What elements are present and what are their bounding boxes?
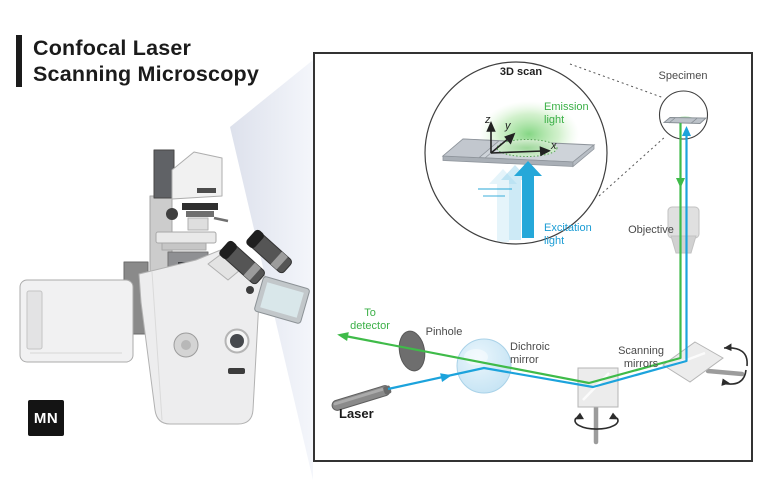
inset-title: 3D scan (499, 66, 543, 78)
title-line-2: Scanning Microscopy (33, 62, 260, 86)
mirror-tilted (662, 341, 724, 383)
dichroic-mirror-label: Dichroic mirror (510, 341, 550, 366)
callout-dashed-lines (569, 63, 667, 197)
scanning-mirrors-label: Scanning mirrors (618, 345, 664, 370)
title-line-1: Confocal Laser (33, 36, 192, 60)
inverted-confocal-microscope (19, 149, 310, 425)
laser-unit-box (19, 279, 134, 363)
inset-3d-scan (441, 101, 596, 242)
dichroic-mirror (456, 338, 512, 394)
rotation-arrow-vertical-axis (574, 417, 619, 430)
rotation-arrows-horizontal-axis (721, 347, 748, 385)
emission-light-label: Emission light (544, 101, 589, 126)
magnification-wedge (230, 60, 313, 480)
axis-z-label: z (485, 114, 491, 126)
pinhole-disk (398, 330, 426, 372)
axis-x-label: x (551, 140, 557, 152)
brand-logo: MN (28, 400, 64, 436)
touchscreen (254, 276, 310, 324)
laser-label: Laser (339, 406, 374, 421)
inset-specimen-spot (496, 139, 558, 157)
binocular-eyepieces (219, 229, 292, 285)
beam-arrowheads (337, 126, 691, 383)
axis-y-label: y (505, 120, 511, 132)
page-title: Confocal Laser Scanning Microscopy (16, 35, 259, 87)
title-accent-bar (16, 35, 22, 87)
ghost-excitation-arrows (489, 165, 529, 242)
specimen-circle (658, 90, 709, 140)
light-path-diagram (331, 61, 748, 445)
pinhole-label: Pinhole (425, 326, 463, 338)
microscope-body (138, 246, 267, 425)
scanning-mirrors (574, 341, 748, 445)
objective-lens (667, 206, 700, 254)
excitation-arrow (514, 161, 542, 238)
excitation-beam (387, 129, 688, 391)
xyz-axes (486, 121, 551, 157)
mirror-square (577, 367, 619, 408)
excitation-light-label: Excitation light (544, 222, 592, 247)
specimen-label: Specimen (658, 70, 708, 82)
lamp-housing (171, 151, 223, 200)
specimen-slide (662, 116, 708, 124)
to-detector-label: To detector (350, 307, 390, 332)
diagram-panel: 3D scan Specimen Emission light Excitati… (313, 52, 753, 462)
stage (155, 231, 217, 244)
emission-beam (344, 123, 682, 385)
objective-label: Objective (628, 224, 674, 236)
